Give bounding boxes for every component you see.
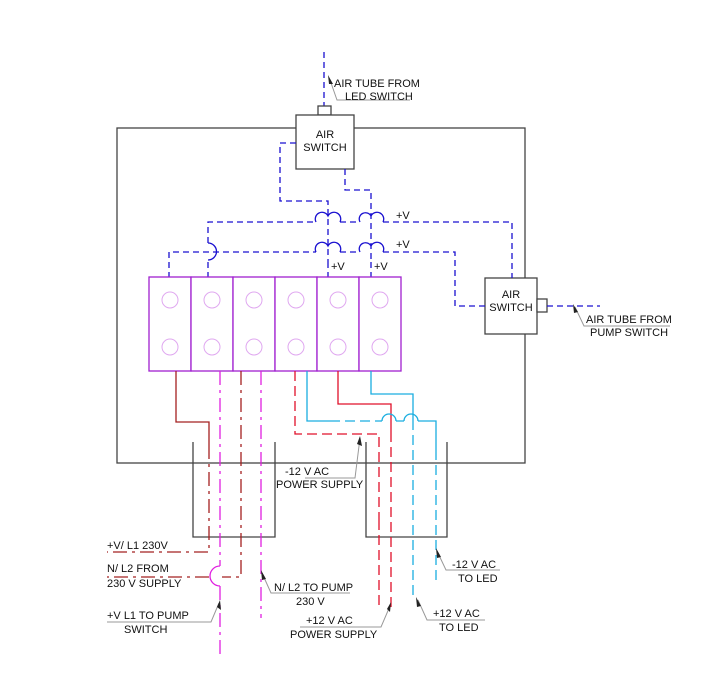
label-plus12-led-2: TO LED	[439, 622, 479, 634]
arrow-minus12-supply	[357, 436, 362, 446]
terminal-screw	[329, 291, 347, 309]
terminal-screw	[329, 338, 347, 356]
label-minus12-supply-1: -12 V AC	[285, 466, 329, 478]
terminal-screw	[245, 291, 263, 309]
label-minus12-led-1: -12 V AC	[452, 559, 496, 571]
label-air-tube-led-2: LED SWITCH	[345, 91, 413, 103]
terminal-2	[190, 276, 234, 372]
lower-gland-right	[365, 442, 448, 538]
terminal-5	[316, 276, 360, 372]
label-l1-to-pump-2: SWITCH	[124, 624, 167, 636]
leader-plus12-led	[417, 599, 485, 621]
label-l1-to-pump-1: +V L1 TO PUMP	[107, 610, 189, 622]
terminal-block	[148, 276, 402, 372]
air-hop-1	[314, 211, 342, 223]
leader-plus12-supply	[300, 605, 391, 628]
arrow-minus12-led	[436, 548, 441, 558]
air-lower-line-c	[383, 251, 485, 307]
led-air-switch-label-1: AIR	[316, 129, 334, 141]
label-n-l2-to-pump-2: 230 V	[296, 596, 325, 608]
leader-minus12-supply	[305, 437, 361, 479]
air-lower-line-a	[168, 251, 316, 278]
air-hop-5	[358, 241, 385, 253]
air-line-led-switch-a	[279, 142, 329, 262]
leader-l1-to-pump	[107, 602, 220, 623]
label-minus12-led-2: TO LED	[458, 573, 498, 585]
terminal-screw	[287, 338, 305, 356]
pump-air-switch-label-2: SWITCH	[489, 302, 532, 314]
label-plus12-led-1: +12 V AC	[433, 608, 480, 620]
terminal-screw	[245, 338, 263, 356]
leader-air-pump	[574, 306, 670, 327]
terminal-screw	[371, 291, 389, 309]
lower-gland-left	[192, 442, 276, 538]
arrow-plus12-supply	[387, 602, 391, 612]
arrow-l1-to-pump	[217, 600, 221, 610]
air-line-led-switch-b	[344, 169, 372, 262]
arrow-n-l2-to-pump	[261, 570, 266, 580]
arrow-air-led	[328, 75, 333, 84]
led-air-switch-port	[317, 105, 332, 116]
terminal-6	[358, 276, 402, 372]
pump-air-switch	[484, 277, 538, 335]
terminal-screw	[287, 291, 305, 309]
voltage-mark-t5: +V	[331, 261, 345, 273]
terminal-screw	[161, 338, 179, 356]
led-air-switch-label-2: SWITCH	[303, 142, 346, 154]
arrow-air-pump	[573, 304, 578, 313]
leader-minus12-led	[436, 550, 500, 571]
wire-cyan-a3	[396, 420, 437, 450]
label-plus12-supply-1: +12 V AC	[306, 615, 353, 627]
arrow-plus12-led	[416, 597, 421, 607]
air-upper-line-a	[207, 221, 316, 243]
label-l1-230: +V/ L1 230V	[107, 540, 169, 552]
led-air-switch	[295, 114, 355, 170]
voltage-mark-t6: +V	[374, 261, 388, 273]
wire-l1-230-b	[107, 445, 210, 553]
pump-air-switch-port	[536, 298, 548, 313]
voltage-mark-lower: +V	[396, 239, 410, 251]
terminal-screw	[161, 291, 179, 309]
terminal-screw	[371, 338, 389, 356]
wire-cyan-hops	[381, 413, 419, 422]
terminal-1	[148, 276, 192, 372]
leader-air-led	[329, 79, 410, 101]
air-upper-line-c	[383, 221, 513, 278]
wire-minus12-supply-a	[294, 371, 380, 520]
wire-n-l2-supply	[222, 371, 242, 578]
label-n-l2-from-1: N/ L2 FROM	[107, 563, 169, 575]
terminal-screw	[203, 338, 221, 356]
terminal-screw	[203, 291, 221, 309]
voltage-mark-upper: +V	[396, 210, 410, 222]
wire-l1-hop	[209, 565, 221, 587]
wire-plus12-supply-a	[337, 371, 392, 432]
label-n-l2-from-2: 230 V SUPPLY	[107, 578, 182, 590]
wire-cyan-a	[306, 371, 330, 422]
label-plus12-supply-2: POWER SUPPLY	[290, 629, 378, 641]
leader-n-l2-to-pump	[261, 572, 350, 594]
label-n-l2-to-pump-1: N/ L2 TO PUMP	[274, 582, 353, 594]
terminal-4	[274, 276, 318, 372]
label-air-tube-pump-1: AIR TUBE FROM	[586, 314, 672, 326]
air-hop-4	[314, 241, 342, 253]
label-minus12-supply-2: POWER SUPPLY	[276, 479, 364, 491]
air-hop-2	[358, 211, 385, 223]
terminal-3	[232, 276, 276, 372]
pump-air-switch-label-1: AIR	[502, 289, 520, 301]
wire-cyan-b	[370, 371, 414, 420]
label-air-tube-pump-2: PUMP SWITCH	[590, 327, 668, 339]
label-air-tube-led-1: AIR TUBE FROM	[334, 78, 420, 90]
wire-l1-230-a	[175, 371, 210, 445]
